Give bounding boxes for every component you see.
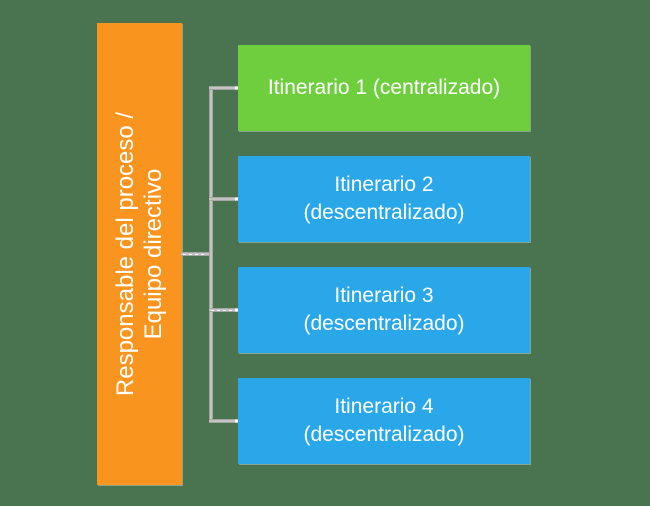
node-itinerario-2-label: Itinerario 2 [334,173,434,196]
root-node-label: Responsable del proceso / Equipo directi… [98,23,182,485]
connector-trunk [209,86,213,423]
node-itinerario-4-label: Itinerario 4 [334,395,434,418]
root-node-label-line2: Equipo directivo [139,168,167,340]
root-node-responsable: Responsable del proceso / Equipo directi… [97,23,182,485]
node-itinerario-3: Itinerario 3 (descentralizado) [238,267,530,353]
node-itinerario-2-label-line2: (descentralizado) [303,201,465,224]
root-node-label-line1: Responsable del proceso / [111,111,139,397]
node-itinerario-3-label: Itinerario 3 [334,284,434,307]
node-itinerario-4-label-line2: (descentralizado) [303,423,465,446]
connector-branch-itinerario-2 [209,197,238,201]
connector-branch-itinerario-3 [209,308,238,312]
node-itinerario-2: Itinerario 2 (descentralizado) [238,156,530,242]
node-itinerario-1: Itinerario 1 (centralizado) [238,45,530,131]
connector-root-stem [181,252,209,256]
connector-branch-itinerario-1 [209,86,238,90]
node-itinerario-4: Itinerario 4 (descentralizado) [238,378,530,464]
node-itinerario-3-label-line2: (descentralizado) [303,312,465,335]
node-itinerario-1-label: Itinerario 1 (centralizado) [267,76,501,99]
connector-branch-itinerario-4 [209,419,238,423]
